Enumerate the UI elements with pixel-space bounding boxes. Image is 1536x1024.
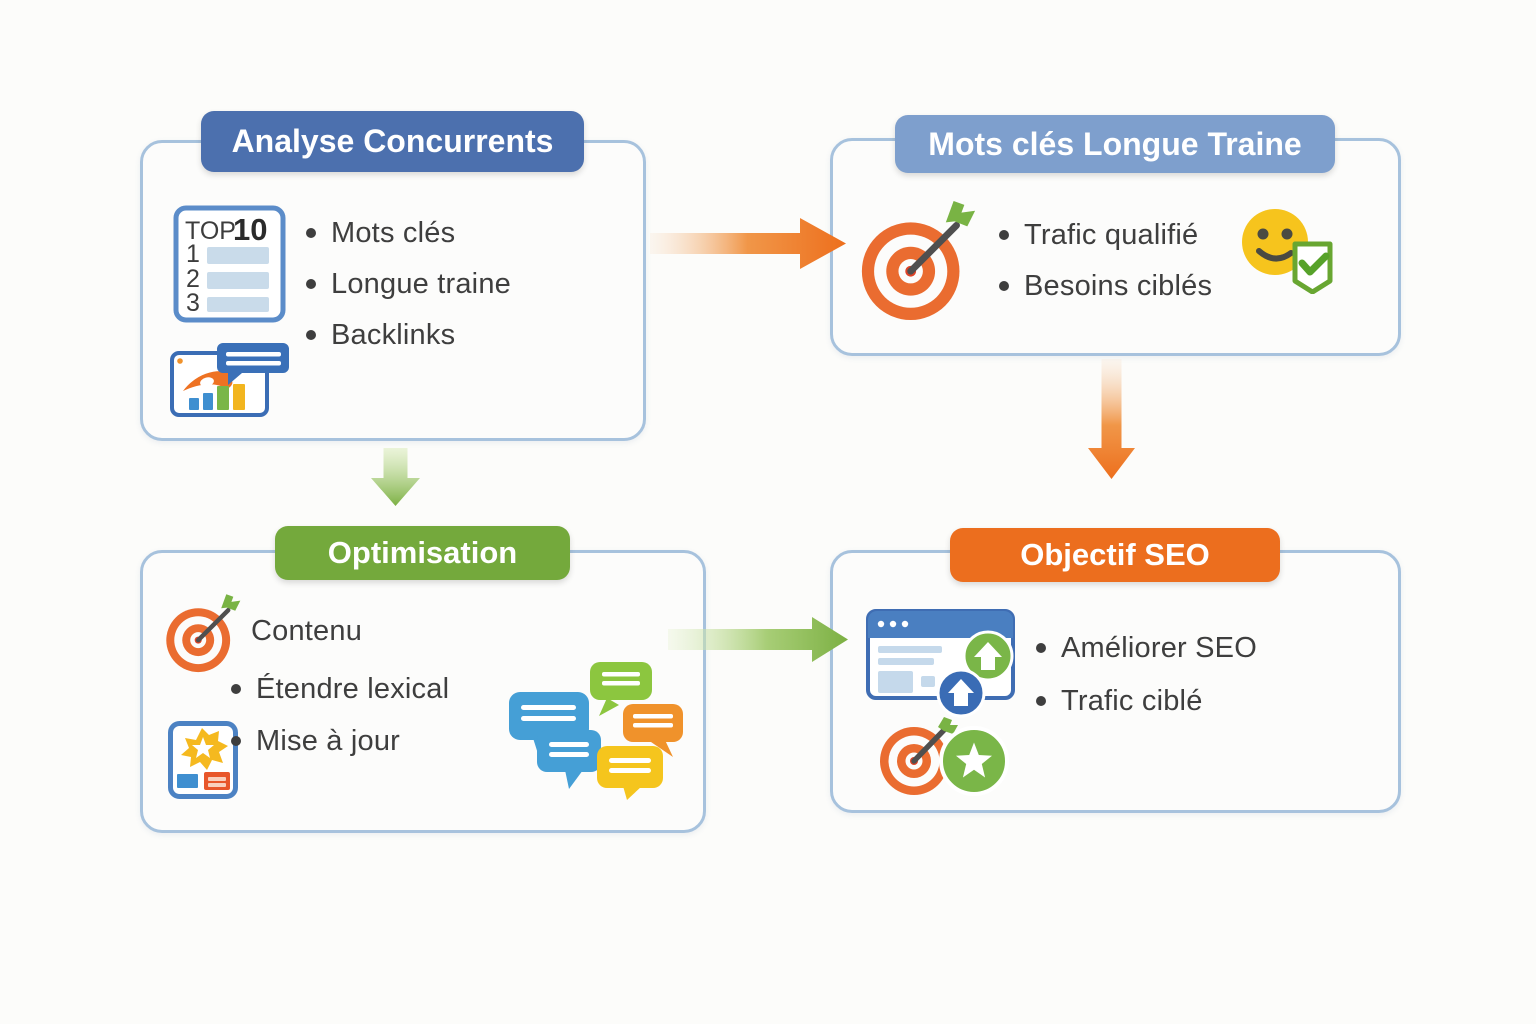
box-optimisation-header: Optimisation	[275, 526, 570, 580]
box-analyse-concurrents: Analyse Concurrents TOP 10 1 2 3	[140, 111, 646, 441]
speech-bubble-blue-small	[537, 730, 601, 789]
bullet-dot	[306, 279, 316, 289]
list-item-label: Trafic ciblé	[1061, 684, 1203, 717]
list-item: Étendre lexical	[231, 671, 449, 707]
box-optimisation: Optimisation	[140, 526, 706, 833]
star-card-icon	[168, 721, 238, 799]
top10-label: TOP	[185, 217, 236, 245]
list-item-label: Longue traine	[331, 267, 511, 300]
list-item: Besoins ciblés	[999, 268, 1212, 304]
top10-list-icon: TOP 10 1 2 3	[173, 205, 286, 323]
target-dart-icon	[861, 200, 976, 321]
list-item-label: Améliorer SEO	[1061, 631, 1257, 664]
bullet-dot	[1036, 643, 1046, 653]
speech-bubble-green	[590, 662, 652, 716]
list-item: Backlinks	[306, 317, 455, 353]
box-objectif-header: Objectif SEO	[950, 528, 1280, 582]
rank-3: 3	[186, 289, 200, 317]
list-item: Contenu	[251, 613, 362, 649]
rank-2: 2	[186, 265, 200, 293]
list-item: Trafic qualifié	[999, 217, 1198, 253]
bullet-dot	[231, 736, 241, 746]
box-analyse-header: Analyse Concurrents	[201, 111, 584, 172]
rank-1: 1	[186, 240, 200, 268]
list-item-label: Étendre lexical	[256, 672, 450, 705]
bullet-dot	[306, 228, 316, 238]
list-item-label: Mise à jour	[256, 724, 401, 757]
bullet-dot	[231, 684, 241, 694]
list-item-label: Mots clés	[331, 216, 456, 249]
target-dart-icon	[166, 594, 241, 673]
arrow-analyse-to-longue-traine	[650, 218, 846, 269]
box-objectif-seo: Objectif SEO	[830, 528, 1401, 813]
speech-bubbles-icon	[509, 662, 683, 800]
list-item: Mise à jour	[231, 723, 400, 759]
arrow-analyse-to-optimisation	[371, 448, 420, 506]
list-item: Longue traine	[306, 266, 511, 302]
box-longue-traine-header: Mots clés Longue Traine	[895, 115, 1335, 173]
speech-bubble-orange	[623, 704, 683, 757]
bullet-dot	[999, 230, 1009, 240]
speech-bubble-yellow	[597, 746, 663, 800]
box-mots-cles-longue-traine: Mots clés Longue Traine Trafic qualifié	[830, 115, 1401, 356]
list-item-label: Contenu	[251, 614, 363, 647]
bullet-dot	[1036, 696, 1046, 706]
smiley-check-icon	[1242, 209, 1333, 294]
list-item: Mots clés	[306, 215, 455, 251]
list-item: Trafic ciblé	[1036, 683, 1203, 719]
top10-number: 10	[233, 212, 267, 247]
bullet-dot	[306, 330, 316, 340]
list-item-label: Backlinks	[331, 318, 456, 351]
analytics-browser-icon	[170, 343, 289, 417]
bullet-dot	[999, 281, 1009, 291]
target-star-icon	[880, 717, 1009, 796]
list-item-label: Besoins ciblés	[1024, 269, 1213, 302]
browser-uparrows-icon	[866, 609, 1015, 718]
list-item: Améliorer SEO	[1036, 630, 1257, 666]
arrow-longue-traine-to-objectif	[1088, 359, 1135, 479]
list-item-label: Trafic qualifié	[1024, 218, 1199, 251]
